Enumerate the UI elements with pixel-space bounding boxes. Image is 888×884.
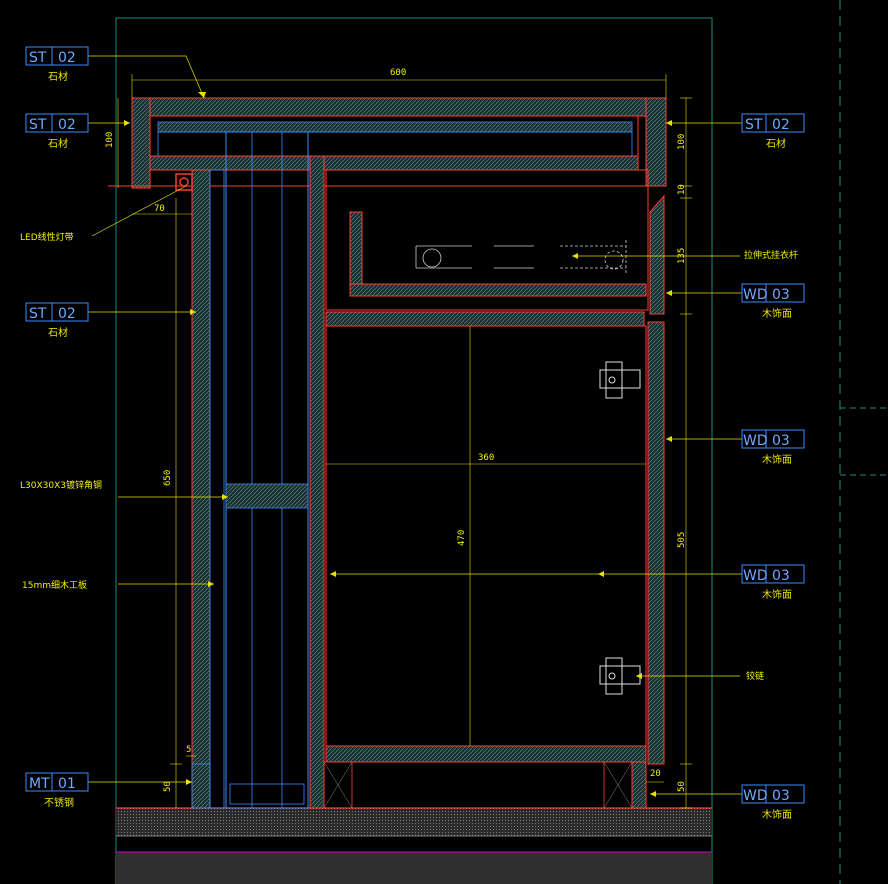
note-angle-steel: L30X30X3镀锌角钢 [20, 479, 102, 491]
dim-100-left: 100 [105, 132, 115, 148]
note-hanging-rail: 拉伸式挂衣杆 [744, 249, 798, 261]
material-tag: ST 02 石材 [25, 302, 89, 339]
material-tag: MT 01 不锈钢 [25, 772, 89, 809]
arrow-heads [124, 92, 672, 797]
material-tag: ST 02 石材 [25, 46, 89, 83]
cabinet-side-panel [309, 155, 325, 809]
tag-number: 02 [58, 117, 76, 133]
note-board: 15mm细木工板 [22, 579, 87, 591]
tag-number: 03 [772, 568, 790, 584]
hinge-icon [599, 361, 641, 399]
tag-material: 木饰面 [762, 808, 792, 821]
dim-505: 505 [677, 532, 687, 548]
leader-lines [88, 55, 742, 795]
steel-post [225, 131, 309, 809]
left-wall [175, 169, 225, 809]
tag-number: 03 [772, 287, 790, 303]
frame-lines [115, 0, 888, 884]
dim-5: 5 [186, 745, 191, 755]
material-tag: WD 03 木饰面 [741, 784, 805, 821]
material-tag: ST 02 石材 [741, 113, 805, 150]
lower-compartment [323, 321, 665, 809]
dim-600: 600 [390, 68, 406, 78]
tag-material: 石材 [766, 137, 786, 150]
tag-number: 02 [58, 306, 76, 322]
dim-50-left: 50 [163, 781, 173, 792]
dim-470: 470 [457, 530, 467, 546]
tag-code: MT [29, 776, 50, 792]
floor-slab [116, 807, 712, 884]
material-tag: WD 03 木饰面 [741, 564, 805, 601]
hanging-rail [415, 240, 627, 274]
dim-10: 10 [677, 184, 687, 195]
note-hinge: 铰链 [746, 670, 764, 682]
tag-material: 不锈钢 [44, 796, 74, 809]
tag-number: 01 [58, 776, 76, 792]
upper-door [649, 194, 665, 315]
dim-70: 70 [154, 204, 165, 214]
tag-number: 03 [772, 433, 790, 449]
dimension-lines [117, 74, 692, 809]
material-tag: WD 03 木饰面 [741, 283, 805, 320]
upper-compartment [325, 169, 649, 327]
material-tag: WD 03 木饰面 [741, 429, 805, 466]
dim-360: 360 [478, 453, 494, 463]
tag-material: 木饰面 [762, 588, 792, 601]
tag-code: WD [743, 433, 768, 449]
tag-code: WD [743, 287, 768, 303]
tag-code: WD [743, 568, 768, 584]
tag-code: ST [29, 306, 47, 322]
dim-650: 650 [163, 470, 173, 486]
hinge-icon [599, 657, 641, 695]
tag-number: 02 [772, 117, 790, 133]
tag-code: ST [29, 50, 47, 66]
tag-material: 石材 [48, 326, 68, 339]
dim-20: 20 [650, 769, 661, 779]
tag-number: 03 [772, 788, 790, 804]
material-tag: ST 02 石材 [25, 113, 89, 150]
tag-code: ST [29, 117, 47, 133]
dim-50-right: 50 [677, 781, 687, 792]
tag-code: WD [743, 788, 768, 804]
tag-material: 木饰面 [762, 453, 792, 466]
dim-135: 135 [677, 248, 687, 264]
note-led-strip: LED线性灯带 [20, 231, 74, 243]
tag-code: ST [745, 117, 763, 133]
dim-100-right: 100 [677, 134, 687, 150]
tag-material: 石材 [48, 70, 68, 83]
tag-material: 木饰面 [762, 307, 792, 320]
tag-number: 02 [58, 50, 76, 66]
tag-material: 石材 [48, 137, 68, 150]
